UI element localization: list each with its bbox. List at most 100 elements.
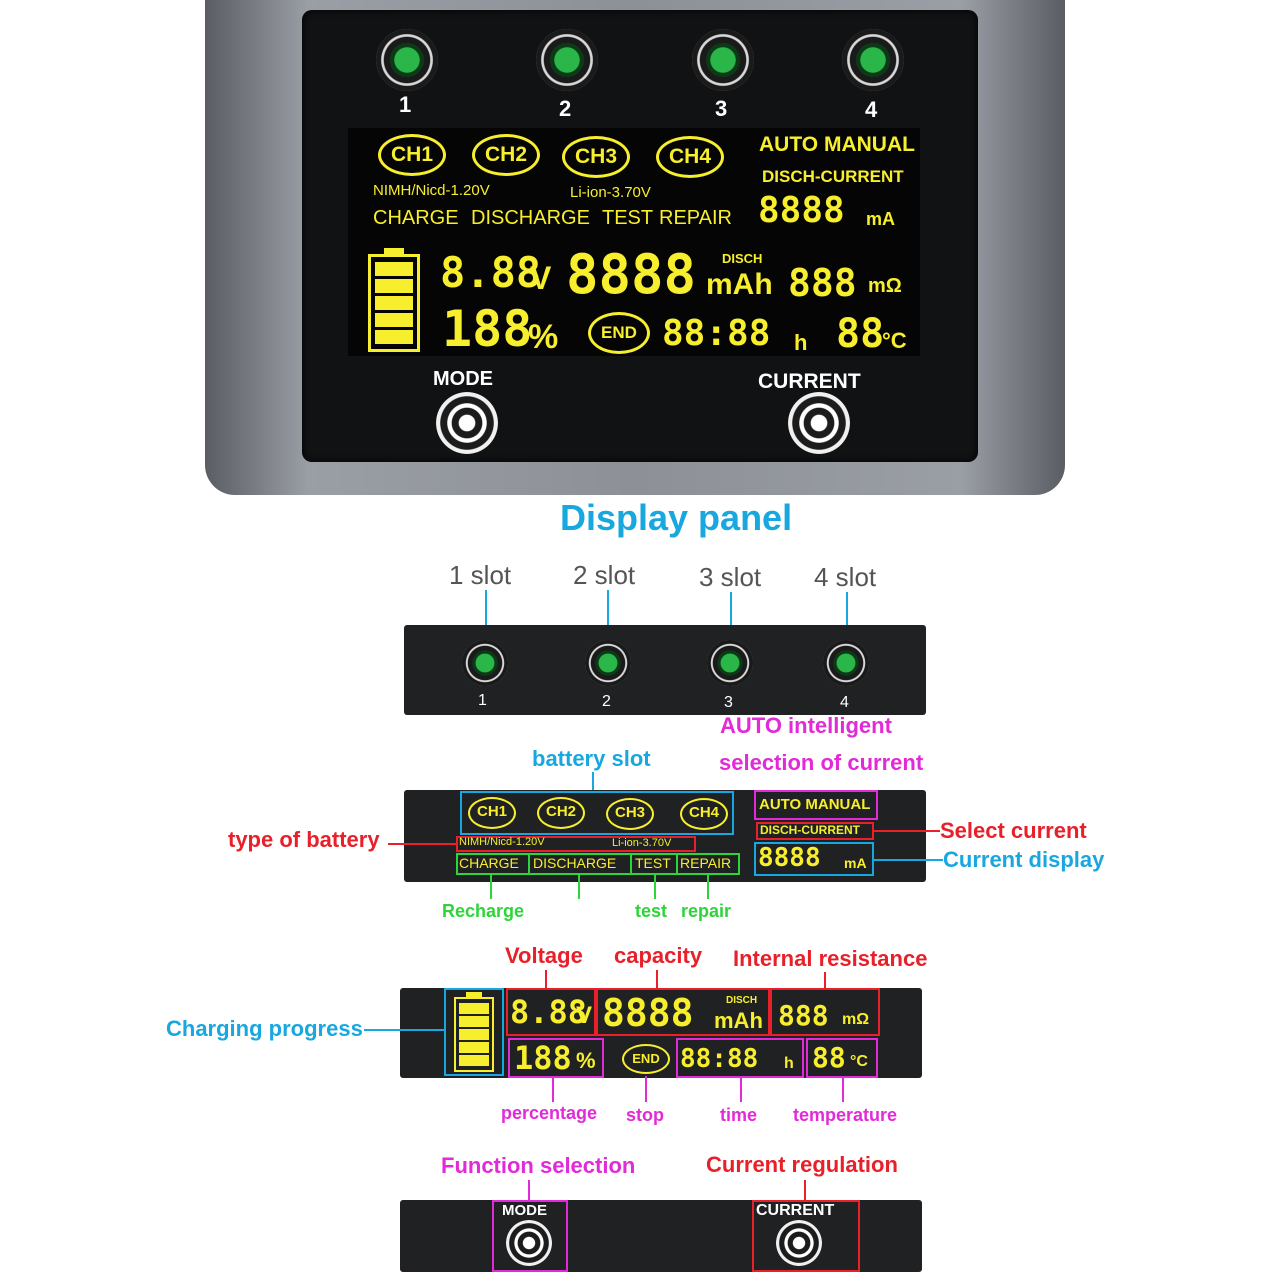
battery-gauge-icon: [368, 248, 420, 352]
auto-manual-small: AUTO MANUAL: [759, 796, 871, 813]
buttons-strip: [400, 1200, 922, 1272]
function-selection-pointer: [528, 1180, 530, 1200]
slot-label-3: 3 slot: [699, 562, 762, 592]
capacity-box: [596, 988, 770, 1036]
slot-1-led: [376, 29, 438, 91]
end-indicator: END: [588, 312, 650, 354]
ch2-small: CH2: [537, 797, 585, 829]
repair-pointer: [707, 875, 709, 899]
select-current-pointer: [874, 830, 940, 832]
current-regulation-pointer: [804, 1180, 806, 1200]
slot-number-1: 1: [399, 92, 412, 117]
resistance-unit-small: mΩ: [842, 1011, 870, 1028]
annotation-stop: stop: [626, 1105, 664, 1125]
voltage-box: [506, 988, 596, 1036]
slot-number-4: 4: [865, 97, 878, 122]
modes-divider-2: [630, 853, 632, 875]
mode-test-small: TEST: [635, 855, 671, 871]
auto-manual-box: [754, 790, 878, 820]
temperature-pointer: [842, 1078, 844, 1102]
modes-divider-3: [676, 853, 678, 875]
battery-type-liion-small: Li-ion-3.70V: [612, 837, 672, 849]
time-box: [676, 1038, 804, 1078]
current-digits-small: 8888: [758, 843, 821, 873]
annotation-test: test: [635, 901, 668, 921]
current-display-pointer: [874, 859, 943, 861]
voltage-unit-small: V: [576, 1002, 593, 1029]
percent-unit-small: %: [576, 1048, 596, 1073]
slot-number-2: 2: [559, 96, 572, 121]
time-digits: 88:88: [662, 313, 771, 354]
ch4-small: CH4: [680, 798, 728, 830]
battery-type-liion: Li-ion-3.70V: [570, 184, 651, 201]
ch3-indicator: CH3: [562, 136, 630, 178]
annotation-auto-line1: AUTO intelligent: [720, 713, 892, 738]
percent-digits: 188: [442, 300, 533, 358]
auto-manual-indicator: AUTO MANUAL: [759, 133, 915, 156]
battery-type-nimh: NIMH/Nicd-1.20V: [373, 182, 490, 199]
slot-number-3: 3: [715, 96, 728, 121]
mode-discharge-small: DISCHARGE: [533, 855, 617, 871]
slot-2-led-small: [585, 640, 631, 686]
annotation-current-display: Current display: [943, 847, 1105, 872]
resistance-digits: 888: [788, 261, 857, 305]
battery-type-nimh-small: NIMH/Nicd-1.20V: [459, 836, 545, 848]
slot-number-small-1: 1: [478, 692, 487, 709]
time-digits-small: 88:88: [680, 1044, 759, 1074]
slot-label-2: 2 slot: [573, 560, 636, 590]
resistance-box: [770, 988, 880, 1036]
mode-repair-small: REPAIR: [680, 855, 732, 871]
capacity-unit-small: mAh: [714, 1008, 763, 1033]
battery-slot-box: [460, 791, 734, 835]
current-unit-small: mA: [844, 855, 867, 871]
current-display-box: [754, 842, 874, 876]
current-button-small[interactable]: [776, 1220, 822, 1266]
temp-digits: 88: [836, 311, 885, 357]
ch2-indicator: CH2: [472, 134, 540, 176]
annotation-capacity: capacity: [614, 943, 703, 968]
slot-2-led: [536, 29, 598, 91]
ch3-small: CH3: [606, 798, 654, 830]
recharge-pointer: [490, 875, 492, 899]
mode-test: TEST: [602, 207, 654, 229]
current-button-label: CURRENT: [758, 370, 861, 393]
test-pointer: [654, 875, 656, 899]
temperature-box: [806, 1038, 878, 1078]
current-button[interactable]: [788, 392, 850, 454]
time-unit-small: h: [784, 1055, 794, 1072]
annotation-battery-slot: battery slot: [532, 746, 651, 771]
modes-box: [456, 853, 740, 875]
annotation-time: time: [720, 1105, 758, 1125]
temp-digits-small: 88: [812, 1041, 846, 1074]
current-button-label-small: CURRENT: [756, 1202, 835, 1219]
capacity-unit: mAh: [706, 268, 773, 301]
slot-label-4: 4 slot: [814, 562, 877, 592]
current-unit: mA: [866, 209, 896, 229]
mode-button-small[interactable]: [506, 1220, 552, 1266]
mode-charge: CHARGE: [373, 207, 459, 229]
ch1-small: CH1: [468, 797, 516, 829]
slot-number-small-3: 3: [724, 694, 733, 711]
mode-button-box: [492, 1200, 568, 1272]
mode-button-label: MODE: [433, 368, 493, 390]
annotation-select-current: Select current: [940, 818, 1087, 843]
mode-discharge: DISCHARGE: [471, 207, 590, 229]
battery-type-box: [456, 836, 696, 852]
temp-unit: °C: [882, 328, 907, 353]
resistance-digits-small: 888: [778, 999, 829, 1032]
disch-current-box: [756, 822, 874, 840]
mode-button[interactable]: [436, 392, 498, 454]
slot-3-led: [692, 29, 754, 91]
mode-repair: REPAIR: [659, 207, 732, 229]
resistance-pointer: [824, 972, 826, 988]
capacity-pointer: [656, 970, 658, 988]
annotation-percentage: percentage: [501, 1103, 598, 1123]
temp-unit-small: °C: [850, 1053, 868, 1070]
time-unit: h: [794, 330, 808, 355]
charging-progress-pointer: [364, 1029, 444, 1031]
annotation-type-of-battery: type of battery: [228, 827, 380, 852]
voltage-digits: 8.88: [440, 248, 542, 297]
annotation-charging-progress: Charging progress: [166, 1016, 363, 1041]
modes-divider-1: [528, 853, 530, 875]
resistance-unit: mΩ: [868, 275, 902, 297]
